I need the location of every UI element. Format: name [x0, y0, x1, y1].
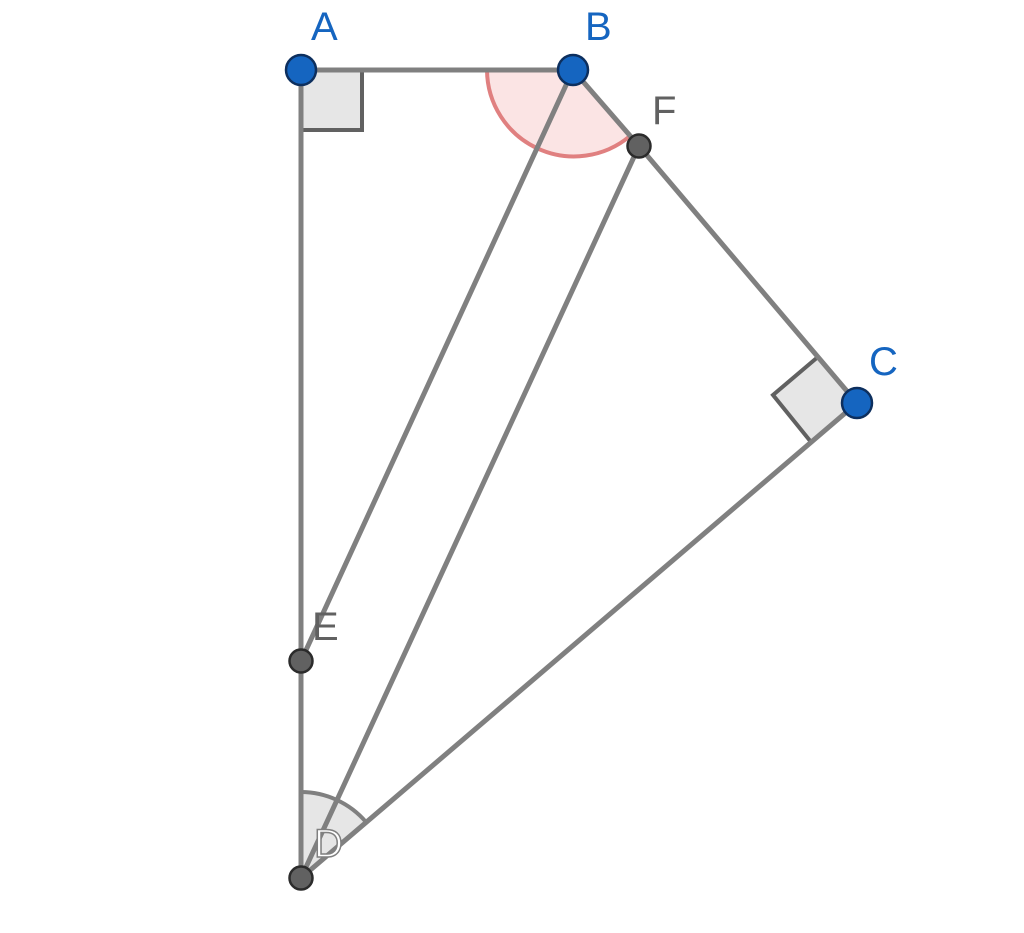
segment-be — [298, 67, 576, 664]
segment-fd — [298, 143, 642, 881]
right-angle-mark-a — [301, 70, 362, 130]
angle-mark-d — [301, 792, 366, 878]
right-angle-mark-a-edge — [301, 70, 364, 132]
point-e[interactable] — [288, 648, 314, 674]
point-f[interactable] — [626, 133, 652, 159]
point-d[interactable] — [288, 865, 314, 891]
label-e: E — [312, 605, 339, 649]
label-d: D — [314, 822, 343, 866]
point-b[interactable] — [556, 53, 590, 87]
label-f: F — [652, 89, 676, 133]
point-a[interactable] — [284, 53, 318, 87]
angle-mark-b — [487, 70, 630, 157]
segment-fc — [636, 143, 860, 406]
point-c[interactable] — [840, 386, 874, 420]
segment-bf — [570, 67, 642, 149]
segment-cd — [298, 400, 860, 881]
label-b: B — [585, 5, 612, 49]
label-c: C — [869, 340, 898, 384]
right-angle-mark-c-edge — [770, 354, 821, 444]
label-a: A — [311, 5, 338, 49]
